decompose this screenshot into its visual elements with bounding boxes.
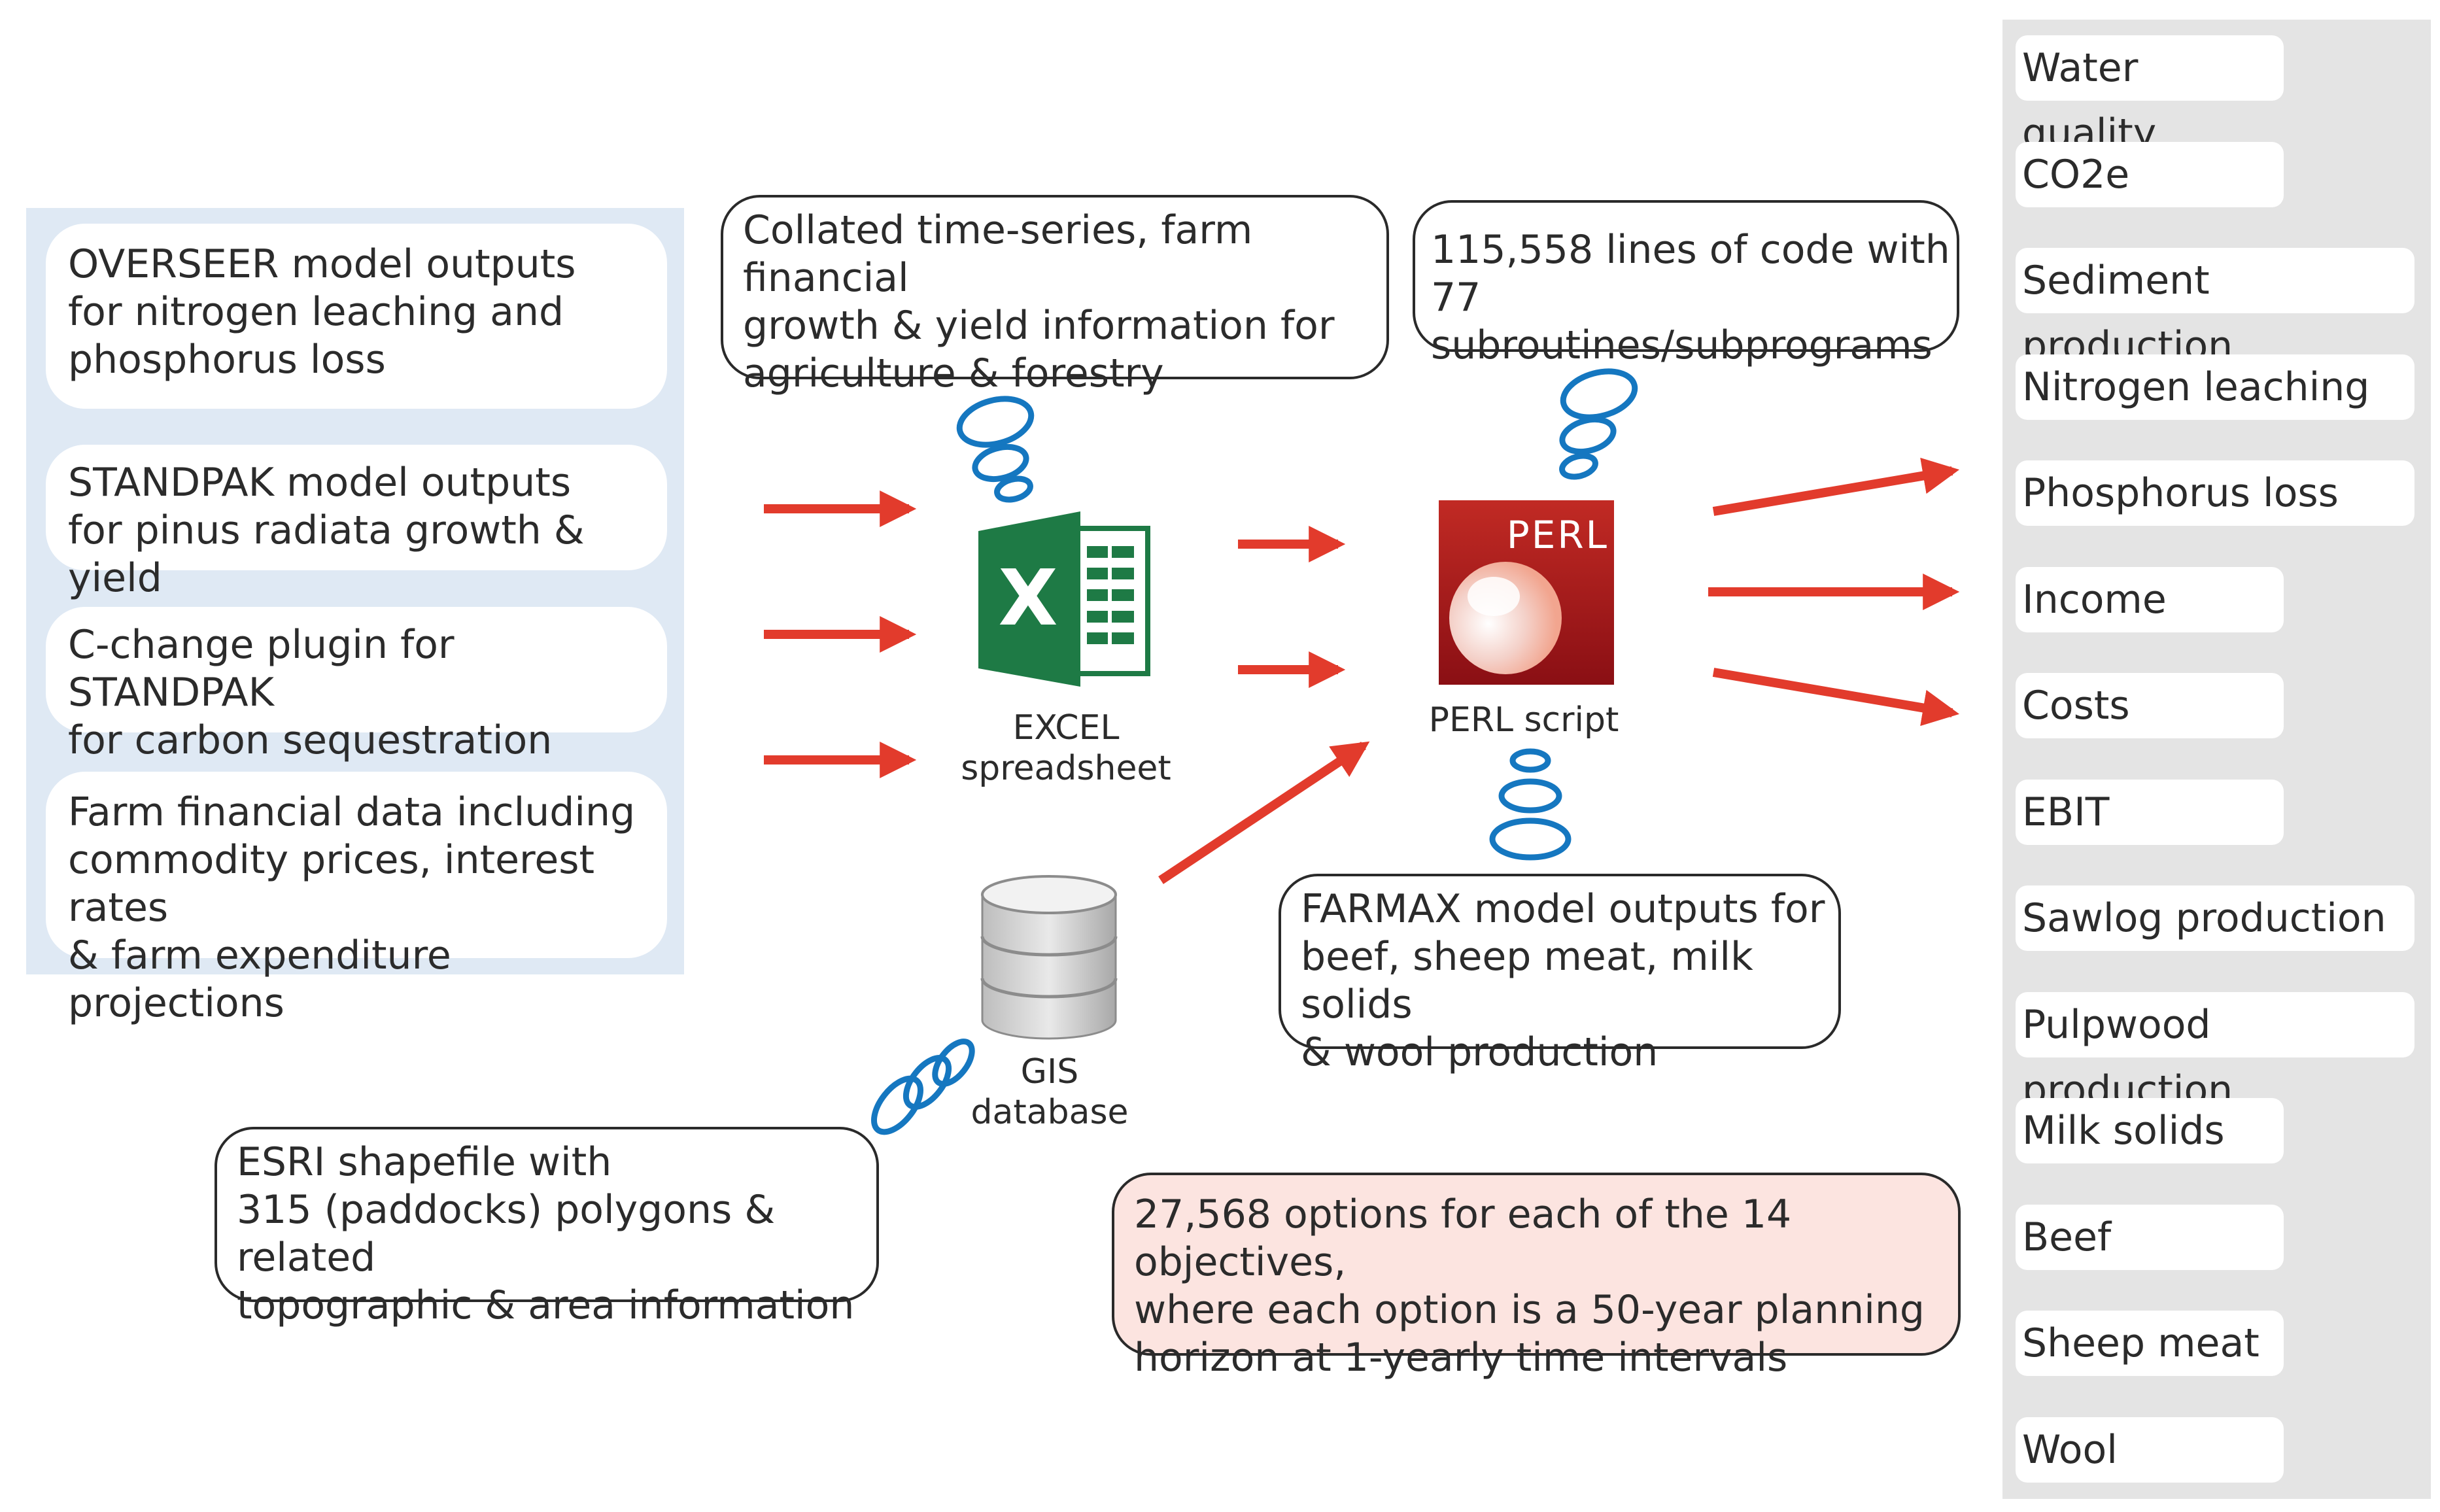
- input-card-overseer: OVERSEER model outputs for nitrogen leac…: [46, 224, 667, 409]
- thought-bubble-excel: [956, 396, 1035, 503]
- output-item-label: Wool: [2022, 1426, 2118, 1473]
- excel-letter: X: [999, 553, 1058, 643]
- output-item: Nitrogen leaching: [2016, 354, 2414, 420]
- excel-label: EXCEL spreadsheet: [935, 708, 1197, 789]
- callout-esri-note: ESRI shapefile with 315 (paddocks) polyg…: [215, 1127, 879, 1328]
- input-text-overseer: OVERSEER model outputs for nitrogen leac…: [68, 241, 576, 383]
- thought-bubble-gis: [870, 1039, 975, 1135]
- bubble-excel-large: [956, 396, 1035, 448]
- output-item: CO2e: [2016, 141, 2284, 207]
- perl-logo-text: PERL: [1507, 513, 1609, 557]
- bubble-gis-2: [902, 1055, 952, 1110]
- output-item-label: Nitrogen leaching: [2022, 364, 2370, 410]
- output-item: Beef: [2016, 1204, 2284, 1270]
- db-band-2: [980, 978, 1118, 999]
- arrow-output-1: [1712, 457, 1960, 516]
- perl-label-text: PERL script: [1428, 700, 1619, 740]
- excel-icon: X: [978, 511, 1150, 687]
- bubble-gis-1: [870, 1075, 924, 1135]
- input-text-standpak: STANDPAK model outputs for pinus radiata…: [68, 460, 585, 601]
- callout-farmax-text: FARMAX model outputs for beef, sheep mea…: [1301, 886, 1825, 1075]
- arrow-gis-perl: [1158, 741, 1370, 884]
- perl-pearl-highlight: [1468, 577, 1520, 616]
- output-item-label: Phosphorus loss: [2022, 470, 2339, 516]
- output-item-label: Sheep meat: [2022, 1320, 2260, 1366]
- output-item: Costs: [2016, 673, 2284, 738]
- output-item: Sheep meat: [2016, 1311, 2284, 1376]
- output-item-label: Milk solids: [2022, 1108, 2225, 1154]
- input-card-standpak: STANDPAK model outputs for pinus radiata…: [46, 445, 667, 601]
- input-text-financial: Farm financial data including commodity …: [68, 789, 636, 1026]
- output-item-label: Sawlog production: [2022, 895, 2386, 941]
- output-item: Pulpwood production: [2016, 991, 2414, 1113]
- bubble-farmax-mid: [1498, 778, 1562, 814]
- gis-label-text: GIS database: [971, 1052, 1129, 1132]
- callout-options-note: 27,568 options for each of the 14 object…: [1112, 1173, 1961, 1381]
- output-item-label: CO2e: [2022, 151, 2130, 198]
- arrows-perl-to-outputs: [1708, 457, 1960, 727]
- bubble-perl-large: [1560, 368, 1638, 421]
- perl-label: PERL script: [1393, 700, 1655, 740]
- db-band-1: [980, 936, 1118, 957]
- bubble-gis-3: [932, 1039, 975, 1087]
- arrow-output-3: [1712, 668, 1960, 727]
- arrows-inputs-to-excel: [764, 490, 917, 778]
- callout-perl-text: 115,558 lines of code with 77 subroutine…: [1431, 227, 1950, 368]
- thought-bubble-perl: [1559, 368, 1638, 480]
- output-item: Sawlog production: [2016, 885, 2414, 951]
- output-item: Phosphorus loss: [2016, 460, 2414, 526]
- output-item: Milk solids: [2016, 1098, 2284, 1163]
- input-card-financial: Farm financial data including commodity …: [46, 772, 667, 1026]
- db-top: [981, 875, 1117, 914]
- callout-excel-note: Collated time-series, farm financial gro…: [721, 195, 1389, 396]
- input-card-cchange: C-change plugin for STANDPAK for carbon …: [46, 607, 667, 763]
- bubble-perl-small: [1559, 453, 1598, 480]
- output-item-label: EBIT: [2022, 789, 2110, 835]
- bubble-perl-mid: [1559, 416, 1617, 455]
- perl-icon: PERL: [1439, 500, 1614, 685]
- gis-database-icon: [980, 875, 1118, 1040]
- excel-label-text: EXCEL spreadsheet: [961, 708, 1171, 788]
- output-item: EBIT: [2016, 779, 2284, 845]
- arrows-excel-to-perl: [1238, 526, 1346, 688]
- bubble-excel-mid: [972, 443, 1029, 483]
- callout-farmax-note: FARMAX model outputs for beef, sheep mea…: [1279, 874, 1841, 1075]
- db-cylinder: [981, 895, 1117, 1040]
- bubble-farmax-large: [1489, 817, 1572, 861]
- callout-esri-text: ESRI shapefile with 315 (paddocks) polyg…: [237, 1139, 855, 1328]
- excel-grid: [1087, 543, 1134, 647]
- bubble-excel-small: [994, 475, 1033, 503]
- output-item: Wool: [2016, 1417, 2284, 1483]
- output-item: Water quality: [2016, 35, 2284, 156]
- output-item-label: Beef: [2022, 1214, 2112, 1260]
- perl-pearl: [1449, 562, 1562, 674]
- input-text-cchange: C-change plugin for STANDPAK for carbon …: [68, 622, 553, 763]
- callout-perl-note: 115,558 lines of code with 77 subroutine…: [1413, 200, 1959, 368]
- output-item: Income: [2016, 566, 2284, 632]
- bubble-farmax-small: [1509, 748, 1551, 773]
- callout-excel-text: Collated time-series, farm financial gro…: [743, 207, 1335, 396]
- thought-bubble-farmax: [1489, 748, 1572, 861]
- excel-book: [978, 511, 1080, 687]
- callout-options-text: 27,568 options for each of the 14 object…: [1134, 1192, 1925, 1381]
- output-item-label: Costs: [2022, 683, 2130, 729]
- gis-label: GIS database: [919, 1052, 1180, 1133]
- output-item-label: Income: [2022, 576, 2167, 623]
